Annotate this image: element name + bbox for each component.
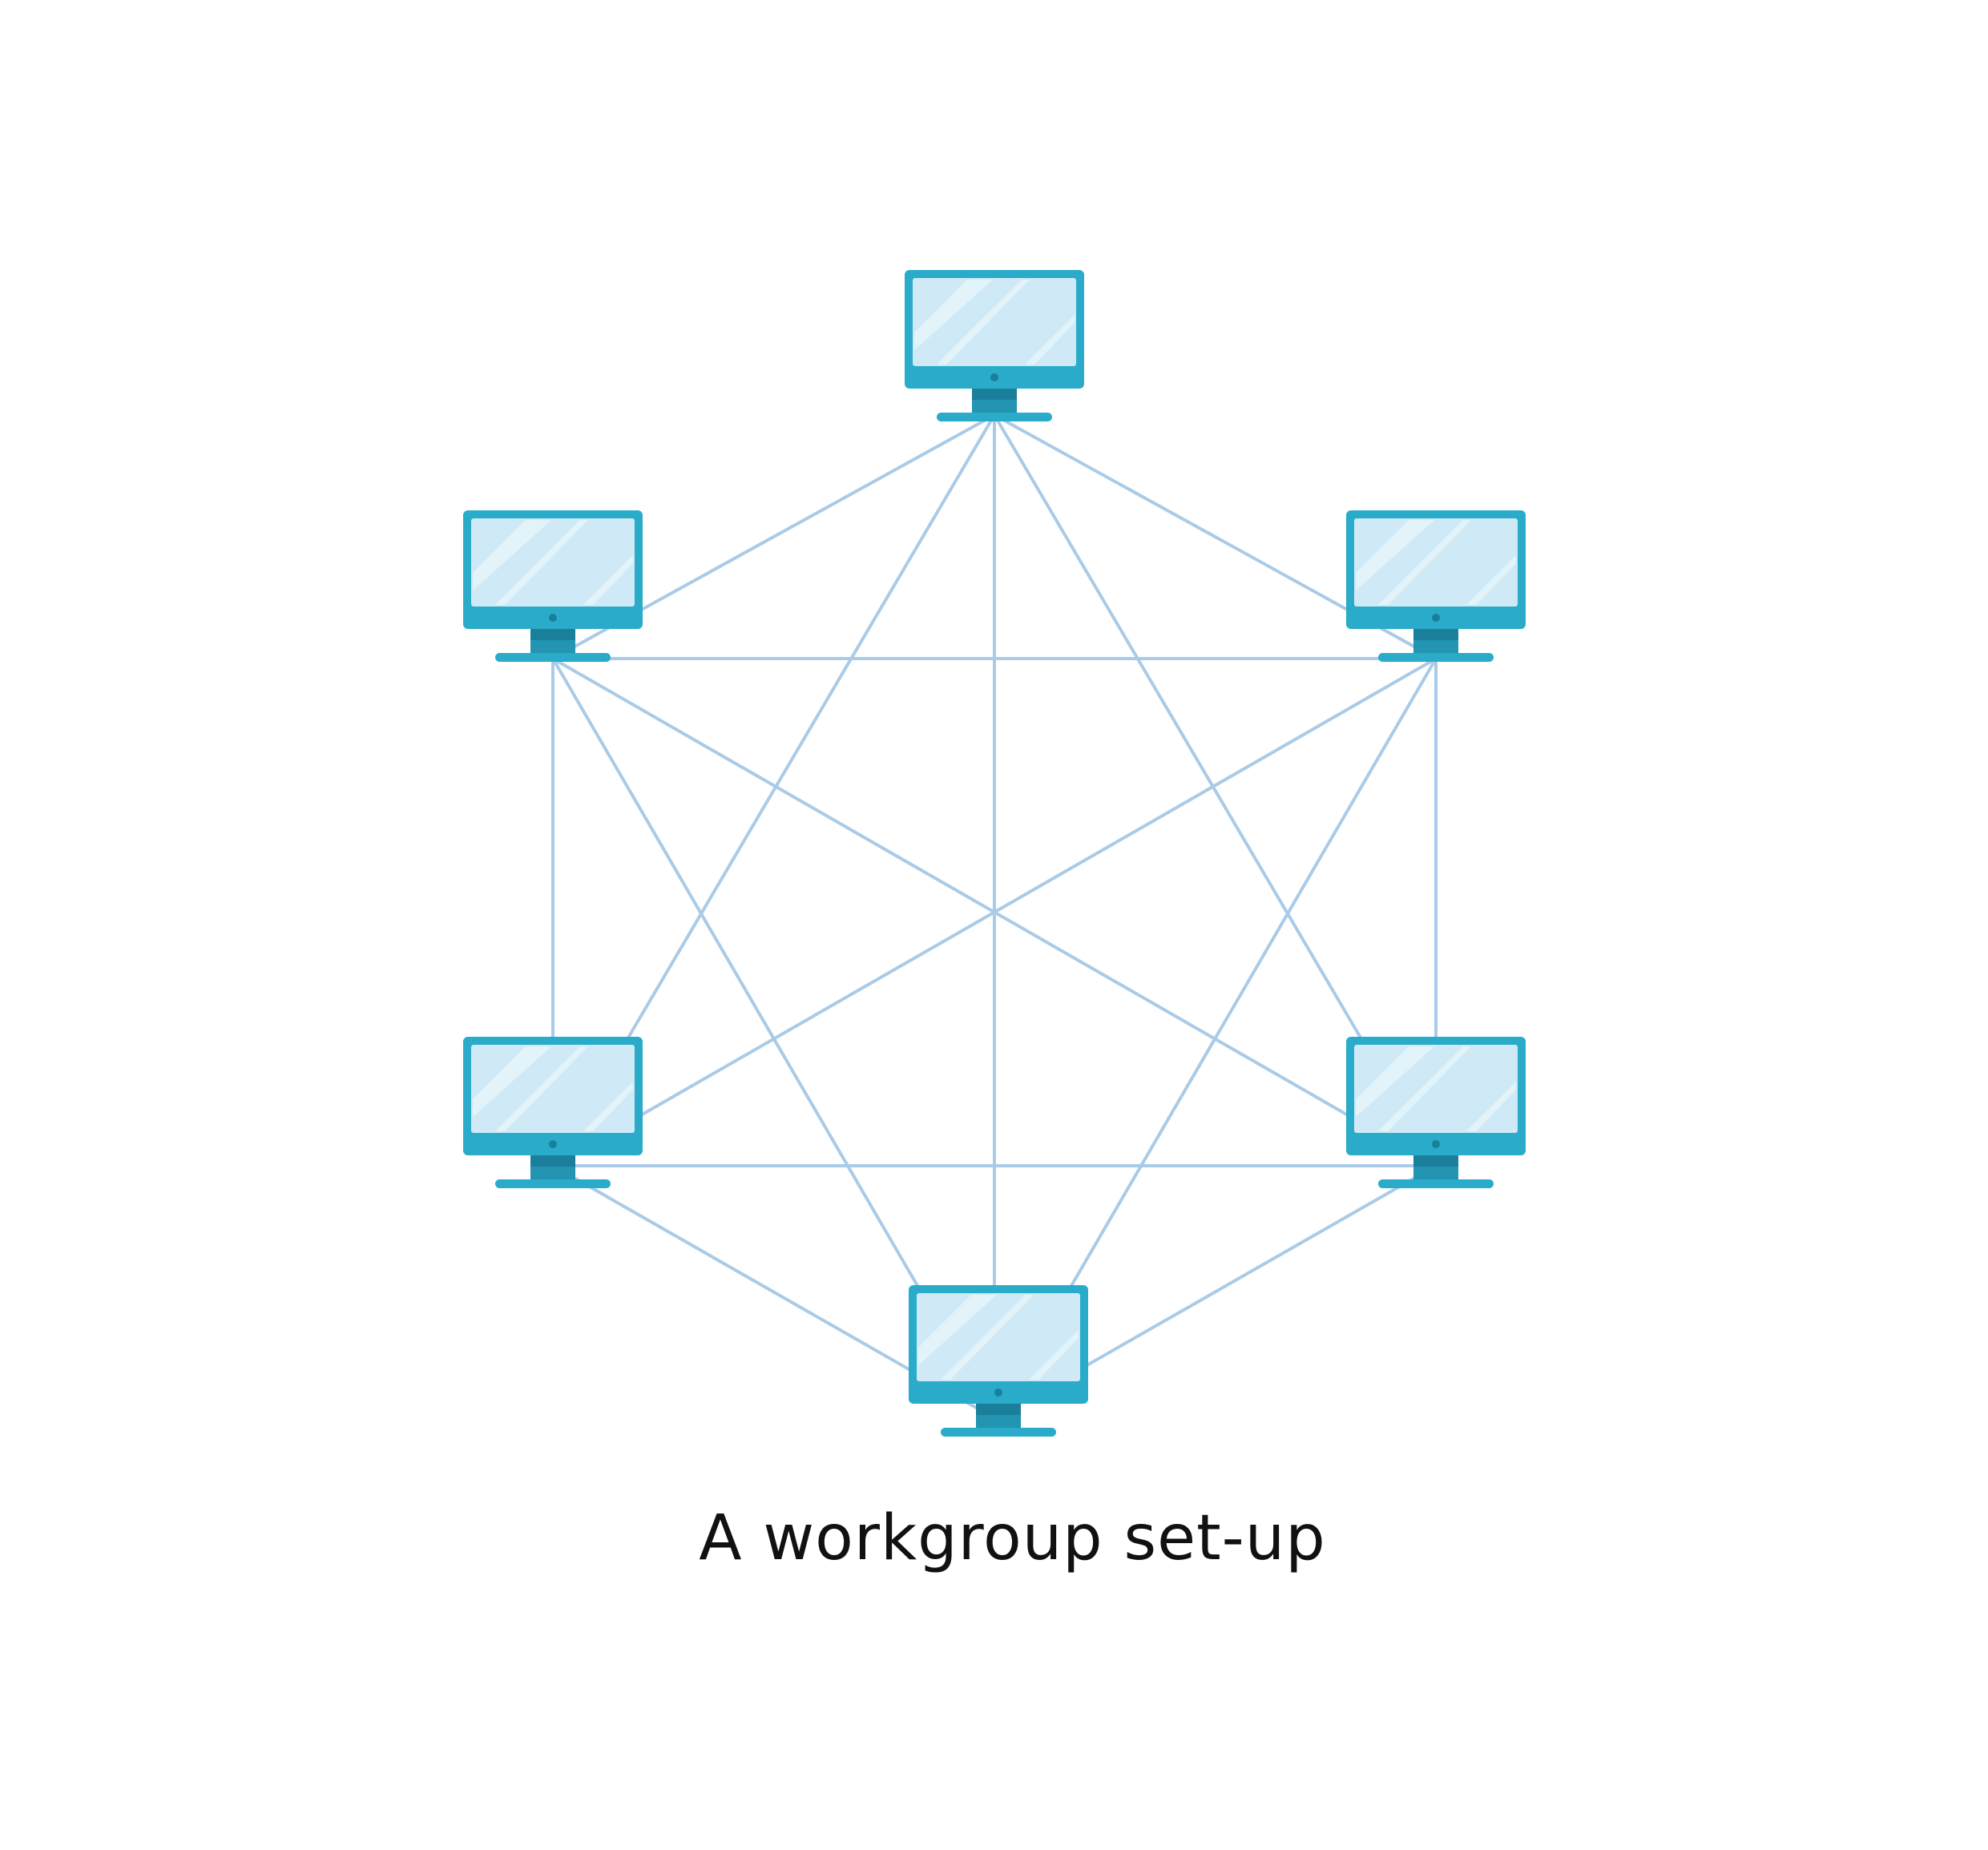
monitor-neck xyxy=(976,1404,1021,1415)
screen-glare xyxy=(1378,1046,1471,1131)
screen-glare xyxy=(583,1082,633,1131)
screen-glare xyxy=(473,1046,551,1117)
screen-glare xyxy=(583,555,633,605)
screen-glare xyxy=(1466,1082,1516,1131)
monitor-neck xyxy=(1413,1167,1458,1179)
monitor-neck xyxy=(530,1155,575,1167)
power-led xyxy=(549,614,557,622)
monitor-base xyxy=(495,653,611,662)
screen-glare xyxy=(495,1046,588,1131)
monitor-neck xyxy=(1413,1155,1458,1167)
monitor-neck xyxy=(972,400,1017,413)
power-led xyxy=(1432,614,1440,622)
screen-glare xyxy=(914,280,993,350)
screen-glare xyxy=(1025,315,1075,365)
computer-top xyxy=(905,270,1084,421)
monitor-base xyxy=(937,413,1052,421)
power-led xyxy=(1432,1140,1440,1148)
screen-glare xyxy=(1356,1046,1434,1117)
computer-bottom xyxy=(909,1285,1088,1437)
network-links xyxy=(551,413,1438,1420)
computers xyxy=(463,270,1526,1437)
power-led xyxy=(990,373,998,381)
monitor-neck xyxy=(530,1167,575,1179)
screen-glare xyxy=(1466,555,1516,605)
monitor-base xyxy=(1378,1179,1494,1188)
screen-glare xyxy=(918,1295,997,1365)
monitor-neck xyxy=(1413,640,1458,653)
computer-upper-right xyxy=(1346,510,1526,662)
screen-glare xyxy=(1378,520,1471,605)
screen-glare xyxy=(1029,1330,1079,1380)
screen-glare xyxy=(937,280,1030,365)
monitor-base xyxy=(495,1179,611,1188)
screen-glare xyxy=(495,520,588,605)
monitor-base xyxy=(941,1428,1056,1437)
link-computer-upper-right-to-computer-lower-left xyxy=(552,657,1437,1167)
computer-lower-left xyxy=(463,1037,643,1188)
monitor-neck xyxy=(1413,629,1458,640)
monitor-neck xyxy=(530,629,575,640)
diagram-caption: A workgroup set-up xyxy=(699,1502,1326,1574)
monitor-neck xyxy=(530,640,575,653)
monitor-base xyxy=(1378,653,1494,662)
computer-upper-left xyxy=(463,510,643,662)
power-led xyxy=(994,1389,1002,1397)
screen-glare xyxy=(941,1295,1034,1380)
monitor-neck xyxy=(972,389,1017,400)
power-led xyxy=(549,1140,557,1148)
computer-lower-right xyxy=(1346,1037,1526,1188)
screen-glare xyxy=(473,520,551,590)
monitor-neck xyxy=(976,1415,1021,1428)
screen-glare xyxy=(1356,520,1434,590)
